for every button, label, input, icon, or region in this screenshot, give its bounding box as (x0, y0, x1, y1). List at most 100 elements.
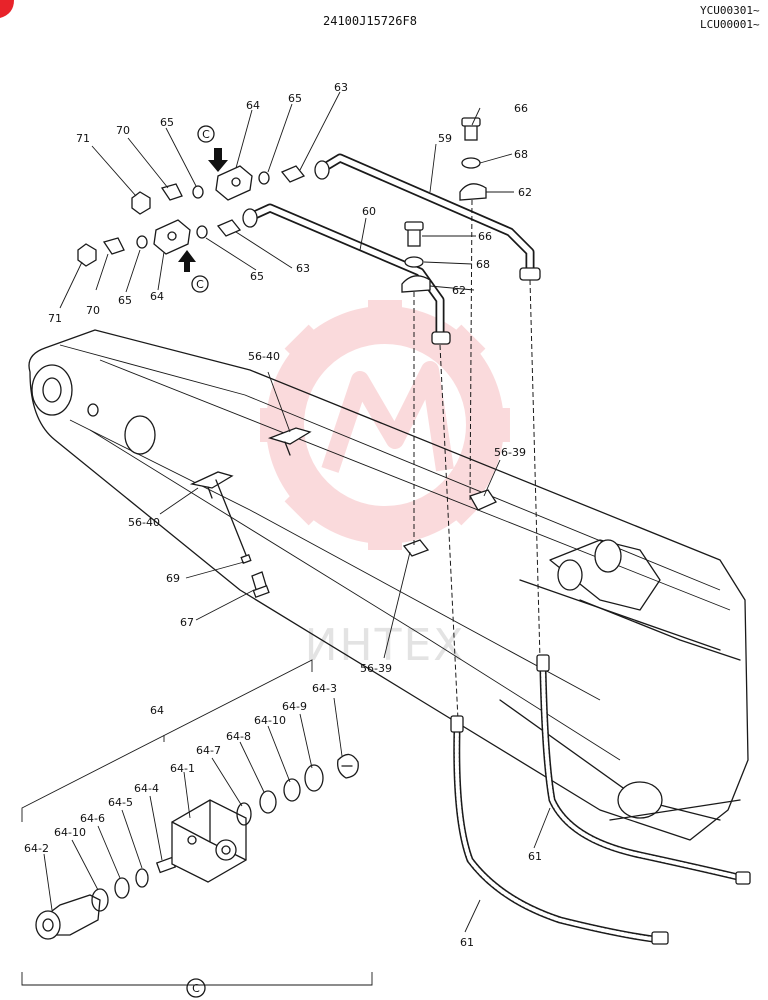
callout-61b: 61 (528, 850, 542, 863)
clamp-set-lower (401, 221, 431, 293)
clamp-62b (401, 275, 431, 293)
bolt-66b (407, 227, 421, 247)
detail-c-assembly: C (21, 659, 373, 998)
callout-61a: 61 (460, 936, 474, 949)
callout-64-10a: 64-10 (254, 714, 286, 727)
cap-71a (131, 191, 151, 215)
adapter-63b (216, 219, 242, 237)
callout-64-8: 64-8 (226, 730, 251, 743)
svg-text:C: C (196, 278, 204, 291)
boom-lower-pin (617, 781, 663, 819)
ring-64-3 (337, 753, 359, 779)
fitting-cluster-lower (77, 219, 242, 267)
block-64a (215, 165, 253, 201)
callout-68b: 68 (476, 258, 490, 271)
callout-64-6: 64-6 (80, 812, 105, 825)
callout-71b: 71 (48, 312, 62, 325)
view-c-arrow-lower: C (178, 250, 209, 293)
callout-59: 59 (438, 132, 452, 145)
callout-56-40a: 56-40 (248, 350, 280, 363)
pipe-60 (242, 203, 451, 345)
callout-63a: 63 (334, 81, 348, 94)
serial-range-1: YCU00301~ (700, 4, 760, 17)
clamp-plate-56-40b (189, 471, 234, 489)
boom-assembly (28, 329, 749, 841)
callout-60: 60 (362, 205, 376, 218)
clamp-plate-56-39a (469, 489, 497, 511)
detail-c-label: C (192, 982, 200, 995)
plug-70b (102, 237, 125, 255)
callout-64-3: 64-3 (312, 682, 337, 695)
hose-61-right (536, 654, 751, 885)
washer-68b (404, 256, 424, 268)
ring-64-9 (304, 764, 324, 792)
callout-66a: 66 (514, 102, 528, 115)
callout-68a: 68 (514, 148, 528, 161)
callout-66b: 66 (478, 230, 492, 243)
oring-64-10b (283, 778, 301, 802)
boom-outline (28, 329, 749, 841)
callout-64-1: 64-1 (170, 762, 195, 775)
plug-70a (160, 183, 183, 201)
callout-70b: 70 (86, 304, 100, 317)
callout-56-40b: 56-40 (128, 516, 160, 529)
detail-bracket-line (21, 659, 313, 822)
oring-64-10a (91, 888, 109, 912)
oring-65d (196, 225, 208, 239)
oring-65c (136, 235, 148, 249)
callout-64-2: 64-2 (24, 842, 49, 855)
boom-foot-pin (31, 364, 73, 416)
ring-64-8 (259, 790, 277, 814)
boom-head-bracket (549, 539, 661, 611)
pipe-59 (314, 153, 541, 281)
clamp-62a (459, 183, 487, 201)
oring-65a (192, 185, 204, 199)
callout-64-7: 64-7 (196, 744, 221, 757)
adapter-63a (280, 165, 306, 183)
boom-cylinder-pin (124, 415, 156, 455)
callout-64c: 64 (150, 704, 164, 717)
cap-71b (77, 243, 97, 267)
callout-65c: 65 (118, 294, 132, 307)
callout-64-5: 64-5 (108, 796, 133, 809)
callout-70a: 70 (116, 124, 130, 137)
ring-64-5 (135, 868, 149, 888)
oring-65b (258, 171, 270, 185)
watermark-logo: ИНТЕХ (260, 300, 510, 671)
callout-67: 67 (180, 616, 194, 629)
callout-labels: 59 60 61 61 62 62 63 63 64 64 64 65 65 6… (24, 81, 542, 949)
clamp-set-upper (459, 117, 487, 201)
oring-64-7 (236, 802, 252, 826)
view-c-arrow-upper: C (197, 125, 228, 172)
corner-mark (0, 0, 14, 18)
clamp-plate-56-39b (402, 539, 430, 557)
callout-65a: 65 (160, 116, 174, 129)
callout-69: 69 (166, 572, 180, 585)
callout-64-10b: 64-10 (54, 826, 86, 839)
hose-61-left (450, 715, 669, 945)
serial-range-2: LCU00001~ (700, 18, 760, 31)
callout-64-9: 64-9 (282, 700, 307, 713)
callout-65d: 65 (250, 270, 264, 283)
callout-65b: 65 (288, 92, 302, 105)
callout-62b: 62 (452, 284, 466, 297)
fitting-cluster-upper (131, 165, 306, 215)
clamp-plate-56-40a (267, 427, 312, 445)
washer-69 (240, 553, 252, 565)
callout-56-39b: 56-39 (360, 662, 392, 675)
callout-64-4: 64-4 (134, 782, 159, 795)
callout-64a: 64 (246, 99, 260, 112)
callout-63b: 63 (296, 262, 310, 275)
svg-text:C: C (202, 128, 210, 141)
leader-lines (43, 91, 551, 933)
ring-64-6 (114, 877, 130, 899)
callout-62a: 62 (518, 186, 532, 199)
document-number: 24100J15726F8 (323, 14, 417, 28)
block-64b (153, 219, 191, 255)
callout-56-39a: 56-39 (494, 446, 526, 459)
detail-c-bracket (21, 972, 373, 986)
washer-68a (461, 157, 481, 169)
callout-64b: 64 (150, 290, 164, 303)
